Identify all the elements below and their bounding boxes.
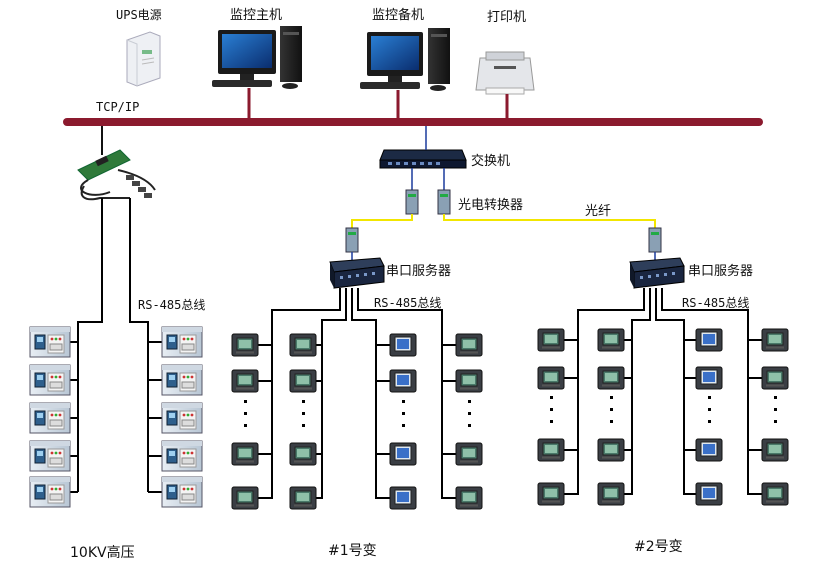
tcpip-label: TCP/IP bbox=[96, 100, 140, 114]
switch-icon bbox=[379, 149, 467, 169]
rs485-label-mid: RS-485总线 bbox=[374, 296, 442, 310]
serial-server-label-2: 串口服务器 bbox=[688, 264, 754, 279]
converter-label: 光电转换器 bbox=[458, 198, 524, 213]
rs485-label-right: RS-485总线 bbox=[682, 296, 750, 310]
meter-device bbox=[537, 328, 789, 506]
switch-label: 交换机 bbox=[471, 154, 511, 169]
serial-server-icon bbox=[329, 257, 385, 289]
meter-device bbox=[231, 333, 483, 510]
hv-bus-wiring bbox=[70, 198, 162, 493]
fiber-line bbox=[351, 214, 656, 230]
fiber-label: 光纤 bbox=[585, 204, 612, 219]
main-host-computer-icon bbox=[212, 26, 302, 118]
main-host-label: 监控主机 bbox=[230, 8, 283, 23]
backup-host-label: 监控备机 bbox=[372, 8, 425, 23]
t1-bus-wiring bbox=[258, 288, 456, 499]
serial-card-icon bbox=[77, 126, 156, 201]
serial-server-icon bbox=[629, 257, 685, 289]
backup-host-computer-icon bbox=[360, 28, 450, 118]
converter-icon bbox=[405, 189, 451, 215]
ellipsis-dots bbox=[244, 400, 471, 427]
ups-icon bbox=[126, 31, 161, 87]
serial-server-label-1: 串口服务器 bbox=[386, 264, 452, 279]
zone-label-hv: 10KV高压 bbox=[70, 545, 135, 561]
t2-bus-wiring bbox=[564, 288, 762, 495]
zone-label-t2: #2号变 bbox=[634, 539, 683, 555]
ellipsis-dots bbox=[550, 396, 777, 423]
ups-label: UPS电源 bbox=[116, 8, 162, 22]
printer-label: 打印机 bbox=[487, 10, 527, 25]
converter-icon bbox=[345, 227, 662, 253]
printer-icon bbox=[475, 51, 535, 118]
zone-label-t1: #1号变 bbox=[328, 543, 377, 559]
tcpip-bus bbox=[63, 118, 763, 126]
relay-device bbox=[161, 326, 203, 508]
relay-device bbox=[29, 326, 71, 508]
rs485-label-left: RS-485总线 bbox=[138, 298, 206, 312]
